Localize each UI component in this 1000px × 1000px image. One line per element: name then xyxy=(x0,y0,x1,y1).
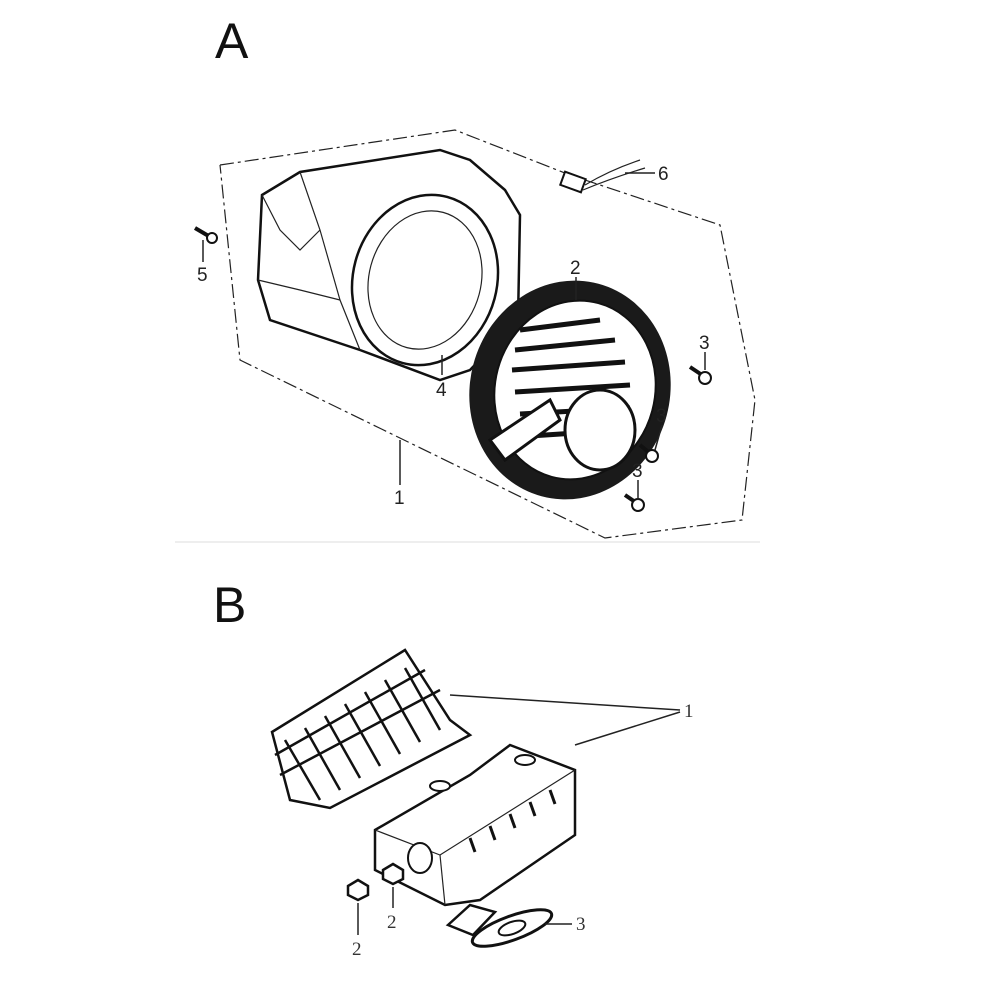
section-a-leaders xyxy=(202,172,706,500)
nuts-2 xyxy=(346,862,405,902)
callout-a-2: 2 xyxy=(570,258,581,279)
callout-a-5: 5 xyxy=(197,265,208,286)
callout-a-3-top: 3 xyxy=(699,333,710,354)
muffler xyxy=(373,743,577,937)
callout-b-3: 3 xyxy=(576,914,586,935)
callout-a-6: 6 xyxy=(658,164,669,185)
fan-cover-housing xyxy=(256,148,522,382)
section-a-label: A xyxy=(215,13,249,69)
callout-b-2-right: 2 xyxy=(387,912,397,933)
callout-a-3-mid: 3 xyxy=(656,406,667,427)
section-b-leaders xyxy=(357,694,681,935)
bolt-5 xyxy=(193,226,218,244)
section-b-label: B xyxy=(213,577,246,633)
callout-a-3-bottom: 3 xyxy=(632,461,643,482)
section-a-kit-boundary xyxy=(219,129,756,539)
gasket-3 xyxy=(470,908,554,948)
muffler-guard xyxy=(270,648,473,810)
callout-a-4: 4 xyxy=(436,380,447,401)
callout-b-2-left: 2 xyxy=(352,939,362,960)
callout-b-1: 1 xyxy=(684,701,694,722)
callout-a-1: 1 xyxy=(394,488,405,509)
recoil-starter xyxy=(469,280,671,500)
sensor-6 xyxy=(558,159,646,194)
